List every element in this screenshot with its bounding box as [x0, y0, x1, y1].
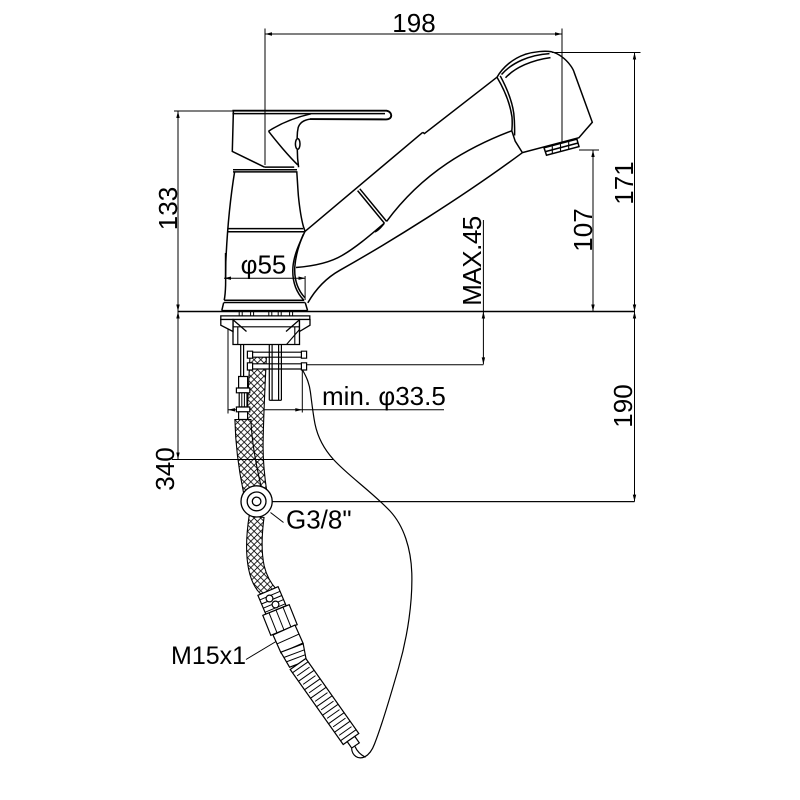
svg-text:133: 133 [153, 187, 183, 230]
svg-text:107: 107 [568, 208, 598, 251]
svg-text:198: 198 [392, 8, 435, 38]
svg-text:340: 340 [150, 447, 180, 490]
svg-text:G3/8": G3/8" [286, 505, 352, 535]
svg-text:M15x1: M15x1 [171, 642, 246, 670]
svg-text:MAX.45: MAX.45 [457, 216, 487, 306]
svg-text:min. φ33.5: min. φ33.5 [322, 381, 446, 411]
svg-text:171: 171 [609, 161, 639, 204]
svg-text:φ55: φ55 [241, 250, 287, 280]
svg-text:190: 190 [608, 384, 638, 427]
